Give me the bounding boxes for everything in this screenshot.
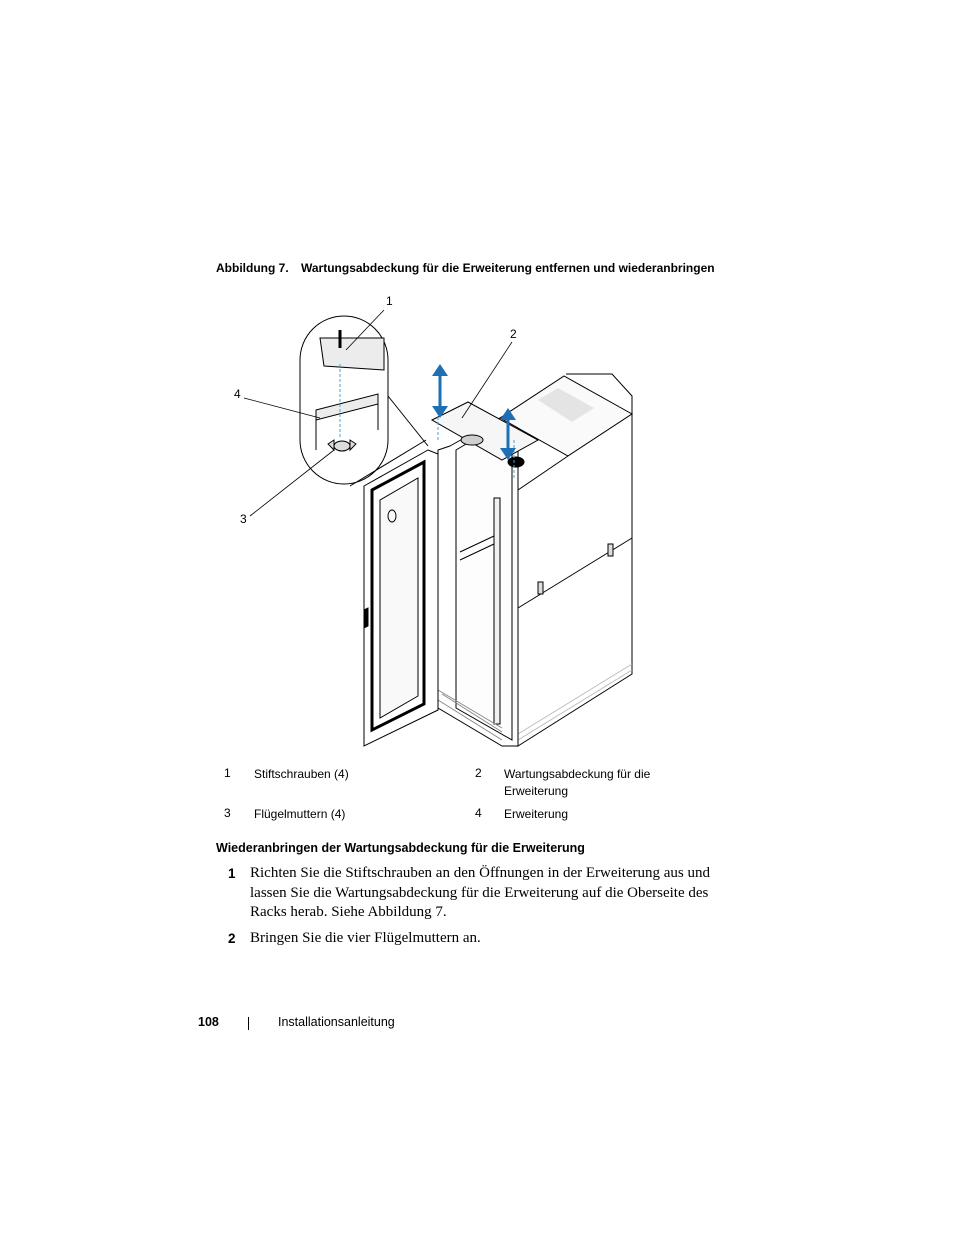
step-text: Richten Sie die Stiftschrauben an den Öf… [250,865,711,920]
legend-number: 4 [475,806,482,820]
latch-icon [607,543,614,557]
legend-text: Stiftschrauben (4) [254,767,349,781]
expansion-cover [430,401,540,461]
document-title: Installationsanleitung [278,1015,395,1029]
legend-number: 2 [475,766,482,780]
rack-side-panel [517,413,633,747]
footer-divider [248,1017,249,1030]
rack-drawing: 1 2 3 4 [234,294,633,747]
page-number: 108 [198,1015,219,1029]
legend-text: Flügelmuttern (4) [254,807,346,821]
door-handle-icon [387,509,397,523]
rack-vent [538,388,594,422]
callout-2: 2 [510,327,517,341]
wing-nut-icon [333,440,351,452]
rack-rail [493,497,501,725]
callout-4: 4 [234,387,241,401]
latch-icon [537,581,544,595]
step-text: Bringen Sie die vier Flügelmuttern an. [250,929,481,946]
cable-hole-icon [507,456,525,468]
figure-caption: Abbildung 7. Wartungsabdeckung für die Er… [216,261,715,275]
callout-1: 1 [386,294,393,308]
legend-number: 1 [224,766,231,780]
rack-illustration: 1 2 3 4 [216,290,696,750]
section-heading: Wiederanbringen der Wartungsabdeckung fü… [216,841,585,855]
legend-number: 3 [224,806,231,820]
step-item: 2 Bringen Sie die vier Flügelmuttern an. [228,929,718,949]
callout-3: 3 [240,512,247,526]
legend-row: 1 Stiftschrauben (4) 2 Wartungsabdeckung… [224,766,694,806]
step-item: 1 Richten Sie die Stiftschrauben an den … [228,864,718,923]
step-number: 2 [228,930,236,946]
legend-row: 3 Flügelmuttern (4) 4 Erweiterung [224,806,694,826]
steps-list: 1 Richten Sie die Stiftschrauben an den … [228,864,718,954]
figure-legend: 1 Stiftschrauben (4) 2 Wartungsabdeckung… [224,766,694,826]
figure-title: Wartungsabdeckung für die Erweiterung en… [301,261,715,275]
figure-label: Abbildung 7. [216,261,289,275]
cover-vent-icon [460,434,484,446]
legend-text: Erweiterung [504,807,569,821]
legend-text: Wartungsabdeckung für die Erweiterung [504,767,651,798]
step-number: 1 [228,866,236,881]
